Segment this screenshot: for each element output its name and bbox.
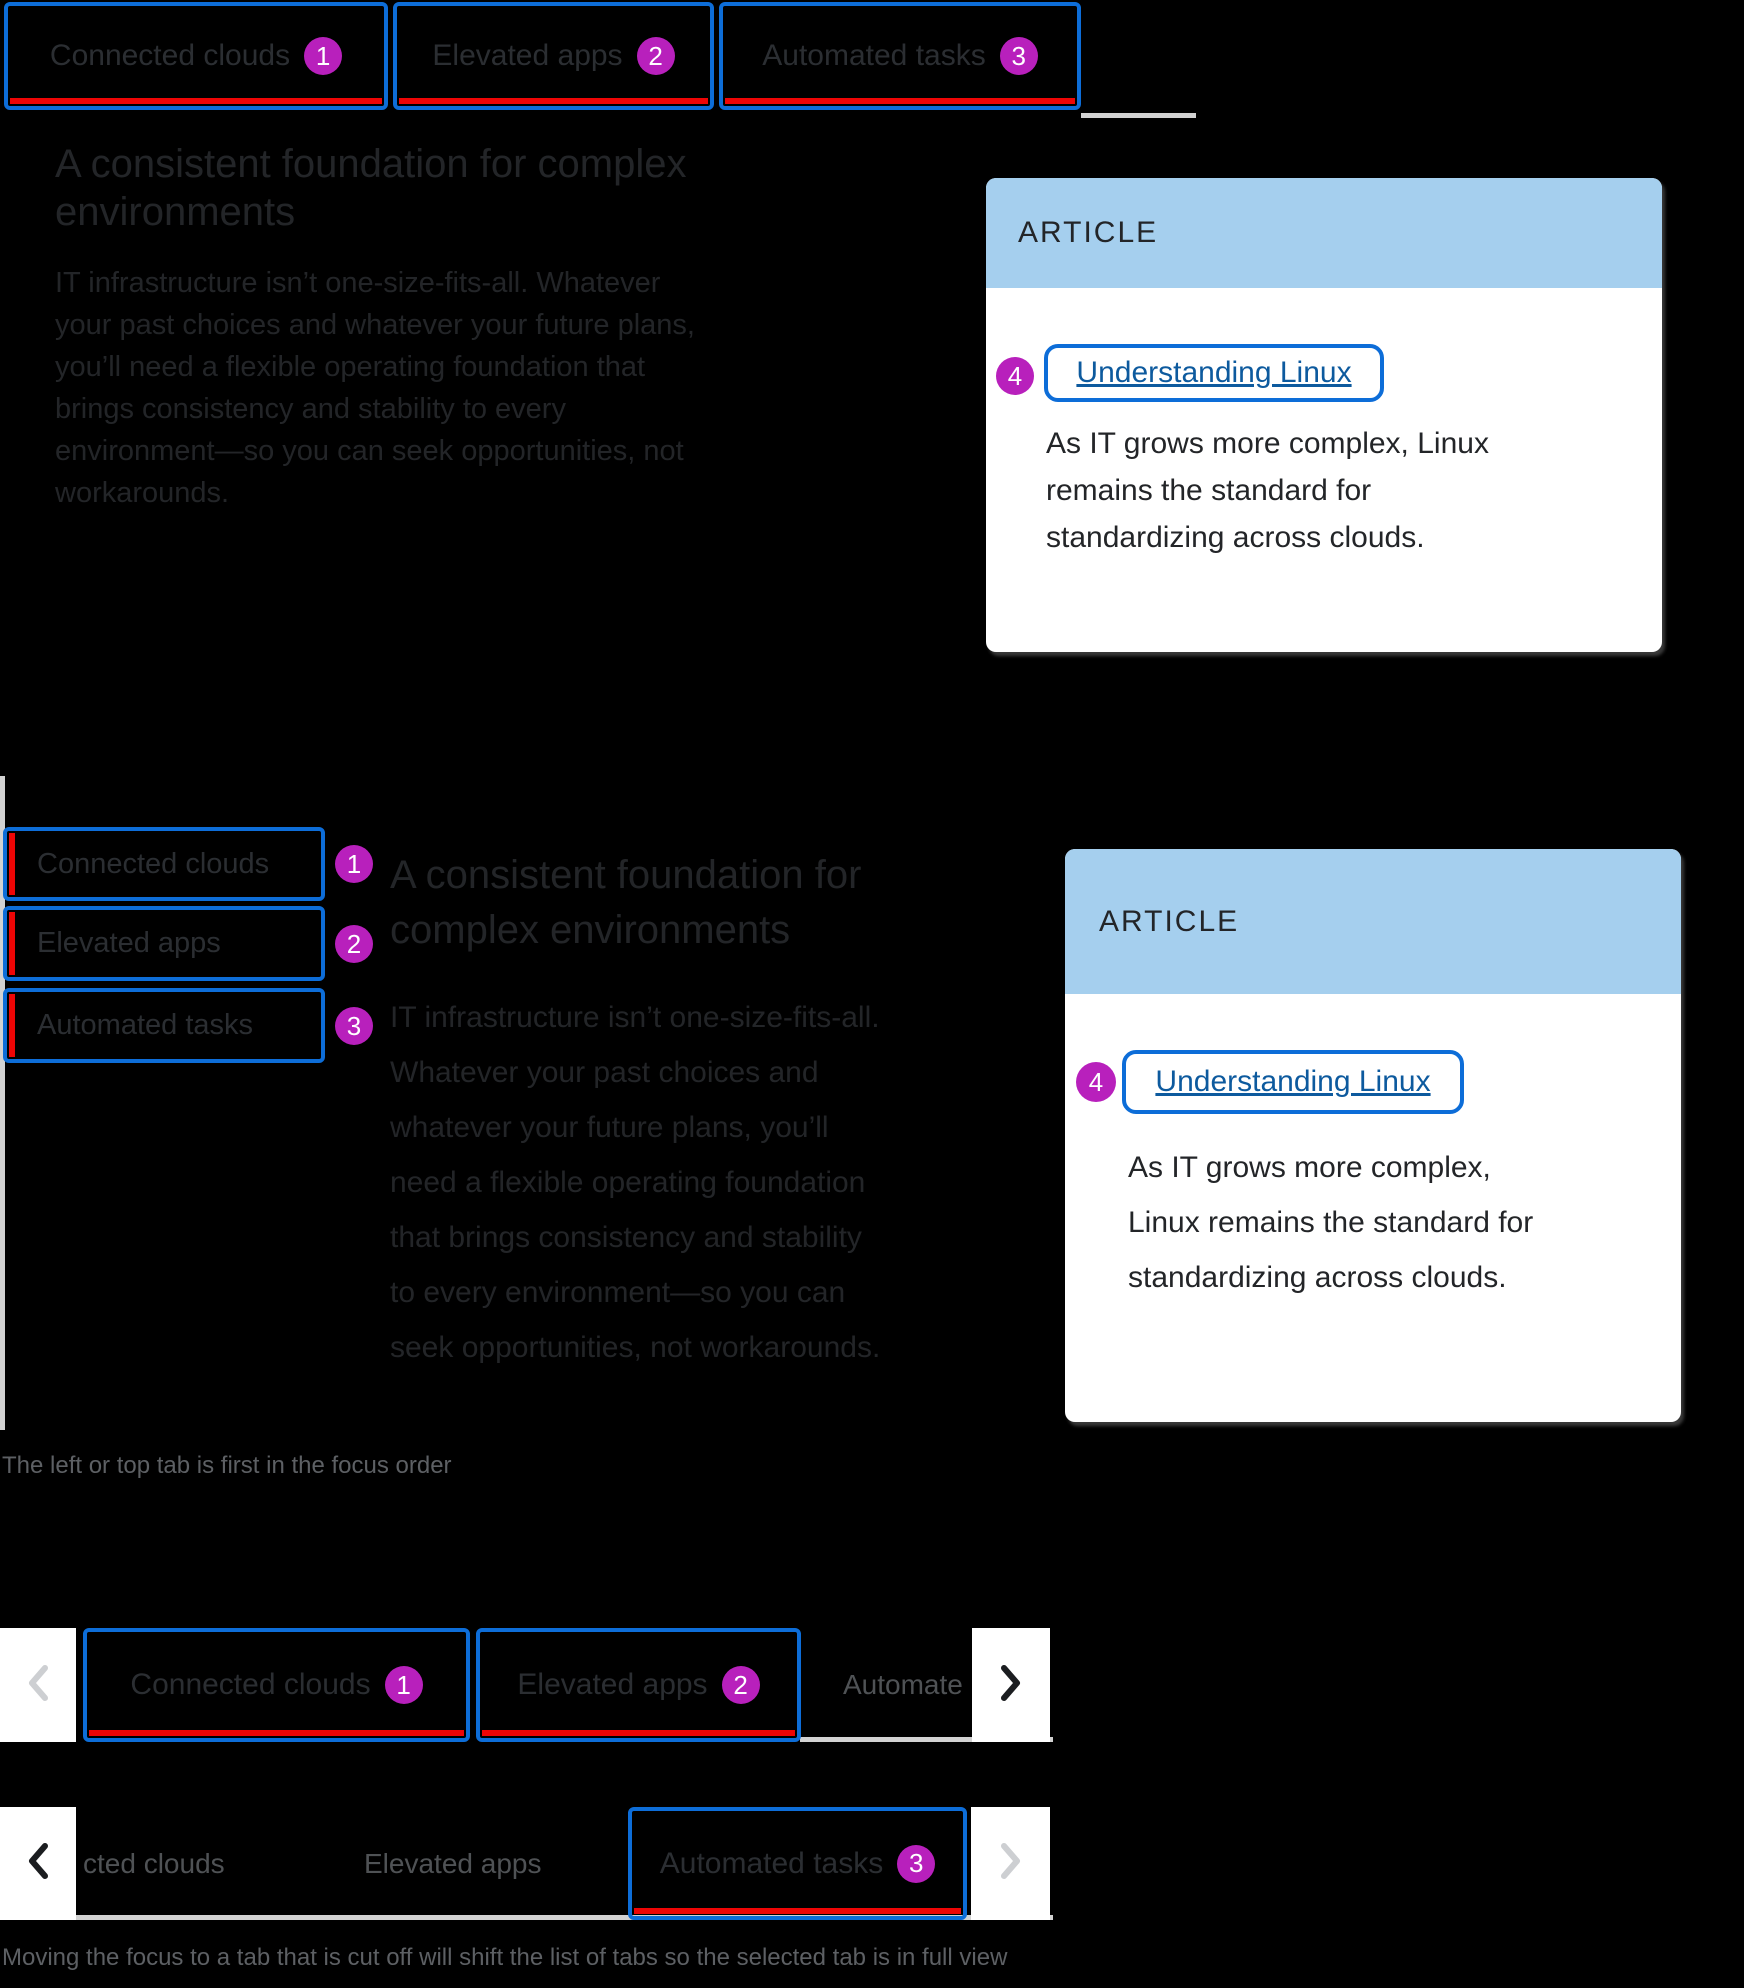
tabbar-bottom-border — [0, 1915, 1053, 1920]
scroll-tabs-left-button[interactable] — [0, 1628, 76, 1742]
focus-order-badge-2: 2 — [335, 925, 373, 963]
focus-order-badge-4: 4 — [996, 357, 1034, 395]
focus-order-badge-1: 1 — [335, 845, 373, 883]
selected-tab-leftline — [9, 912, 15, 975]
article-card: ARTICLE — [986, 178, 1662, 652]
article-card-header: ARTICLE — [1065, 849, 1681, 994]
focus-order-badge-2: 2 — [636, 37, 675, 75]
selected-tab-underline — [89, 1730, 464, 1736]
page-title: A consistent foundation for complex envi… — [390, 853, 862, 952]
selected-tab-underline — [634, 1908, 961, 1914]
article-link[interactable]: Understanding Linux — [1155, 1065, 1431, 1098]
tab-label: Elevated apps — [517, 1668, 708, 1701]
scroll-tabs-right-button[interactable] — [972, 1628, 1050, 1742]
tab-elevated-apps[interactable]: Elevated apps 2 — [476, 1628, 801, 1742]
scroll-tabs-right-button[interactable] — [971, 1807, 1050, 1920]
article-card-body: As IT grows more complex, Linux remains … — [1046, 427, 1489, 554]
tab-label: Connected clouds — [49, 39, 291, 72]
article-card-header: ARTICLE — [986, 178, 1662, 288]
focus-order-badge-3: 3 — [999, 37, 1038, 75]
selected-tab-leftline — [9, 833, 15, 895]
tab-label: Automated tasks — [37, 1009, 253, 1041]
tab-automated-tasks-cutoff[interactable]: Automate — [843, 1669, 963, 1700]
vertical-tab-connected-clouds[interactable]: Connected clouds — [3, 827, 325, 901]
selected-tab-underline — [725, 98, 1075, 104]
tab-elevated-apps[interactable]: Elevated apps 2 — [393, 2, 714, 110]
chevron-left-icon — [23, 1839, 53, 1888]
article-card: ARTICLE — [1065, 849, 1681, 1422]
tab-label: Elevated apps — [37, 927, 221, 959]
focus-order-badge-4: 4 — [1076, 1062, 1116, 1102]
tab-label: Connected clouds — [37, 847, 270, 880]
selected-tab-underline — [399, 98, 708, 104]
tab-connected-clouds[interactable]: Connected clouds 1 — [4, 2, 388, 110]
caption-overflow-behavior: Moving the focus to a tab that is cut of… — [2, 1944, 1008, 1971]
vertical-tabbar-border — [0, 776, 5, 1430]
article-card-body: As IT grows more complex, Linux remains … — [1128, 1151, 1534, 1294]
tabbar-bottom-border — [800, 1737, 1053, 1742]
intro-paragraph: IT infrastructure isn’t one-size-fits-al… — [55, 267, 695, 509]
caption-focus-order: The left or top tab is first in the focu… — [2, 1452, 452, 1479]
chevron-right-icon — [996, 1661, 1026, 1710]
focus-order-badge-1: 1 — [384, 1666, 423, 1704]
article-link-focus-ring: Understanding Linux — [1122, 1050, 1464, 1114]
tab-label: Elevated apps — [432, 39, 623, 72]
tab-automated-tasks[interactable]: Automated tasks 3 — [628, 1807, 967, 1920]
focus-order-badge-2: 2 — [721, 1666, 760, 1704]
vertical-tab-elevated-apps[interactable]: Elevated apps — [3, 906, 325, 981]
tab-label: Connected clouds — [130, 1668, 371, 1701]
tab-connected-clouds[interactable]: Connected clouds 1 — [83, 1628, 470, 1742]
selected-tab-underline — [482, 1730, 795, 1736]
selected-tab-underline — [10, 98, 382, 104]
page-title: A consistent foundation for complex envi… — [55, 142, 687, 234]
selected-tab-leftline — [9, 994, 15, 1057]
chevron-right-icon — [996, 1839, 1026, 1888]
focus-order-badge-3: 3 — [897, 1844, 936, 1883]
tab-label: Automated tasks — [659, 1846, 884, 1880]
focus-order-badge-3: 3 — [335, 1007, 373, 1045]
tab-label: Automated tasks — [762, 39, 986, 72]
article-card-label: ARTICLE — [1018, 216, 1159, 249]
tab-automated-tasks[interactable]: Automated tasks 3 — [719, 2, 1081, 110]
vertical-tab-automated-tasks[interactable]: Automated tasks — [3, 988, 325, 1063]
article-link-focus-ring: Understanding Linux — [1044, 344, 1384, 402]
scroll-tabs-left-button[interactable] — [0, 1807, 76, 1920]
intro-paragraph: IT infrastructure isn’t one-size-fits-al… — [390, 1001, 881, 1364]
tab-elevated-apps-unfocused[interactable]: Elevated apps — [364, 1847, 542, 1879]
article-link[interactable]: Understanding Linux — [1076, 356, 1352, 389]
article-card-label: ARTICLE — [1099, 904, 1240, 938]
tab-connected-clouds-cutoff[interactable]: cted clouds — [83, 1847, 225, 1879]
chevron-left-icon — [23, 1661, 53, 1710]
tabbar-bottom-border — [1081, 113, 1196, 118]
focus-order-badge-1: 1 — [304, 37, 343, 75]
